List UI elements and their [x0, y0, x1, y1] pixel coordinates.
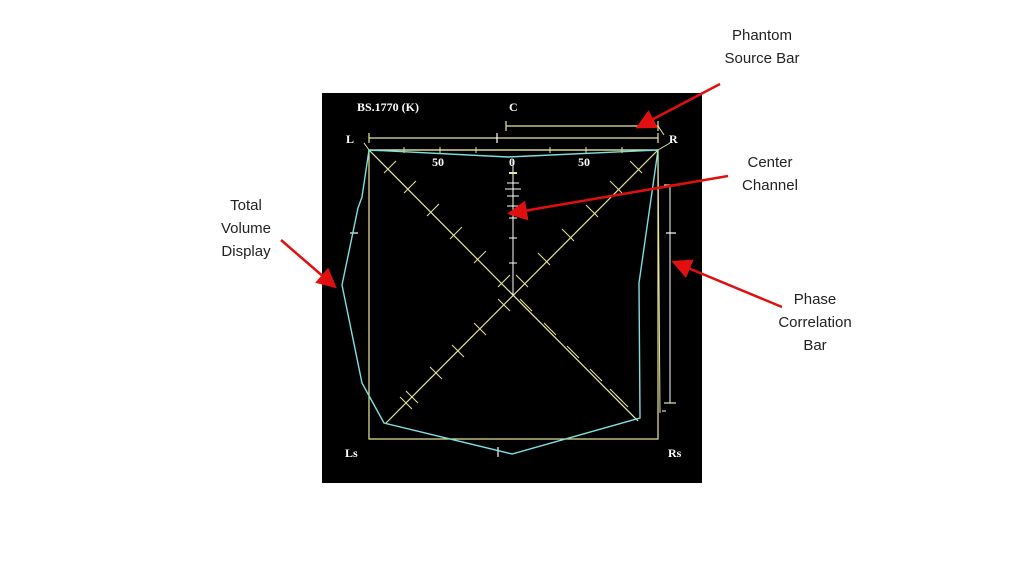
surround-sound-scope: BS.1770 (K) C L R Ls Rs 50 0 50: [322, 93, 702, 483]
scale-label-right: 50: [578, 155, 590, 169]
scale-label-zero: 0: [509, 155, 515, 169]
phantom-corner-right-top: [657, 125, 665, 136]
channel-label-right-surround: Rs: [668, 446, 682, 460]
callout-phantom-source-bar: Phantom Source Bar: [724, 27, 800, 67]
phantom-corner-right: [657, 142, 671, 151]
channel-label-center: C: [509, 100, 518, 114]
channel-label-left: L: [346, 132, 354, 146]
callout-center-channel: Center Channel: [742, 154, 798, 194]
scale-label-left: 50: [432, 155, 444, 169]
channel-label-left-surround: Ls: [345, 446, 358, 460]
phantom-corner-left: [363, 142, 370, 151]
diagonal-l-to-rs: [368, 149, 639, 422]
callout-phase-correlation-bar: Phase Correlation Bar: [778, 291, 852, 354]
channel-label-right: R: [669, 132, 678, 146]
scope-display: BS.1770 (K) C L R Ls Rs 50 0 50: [341, 100, 682, 460]
total-volume-display: [341, 149, 659, 455]
mode-label: BS.1770 (K): [357, 100, 419, 114]
callout-total-volume-display: Total Volume Display: [220, 197, 272, 260]
diagonal-r-to-ls: [385, 149, 659, 424]
